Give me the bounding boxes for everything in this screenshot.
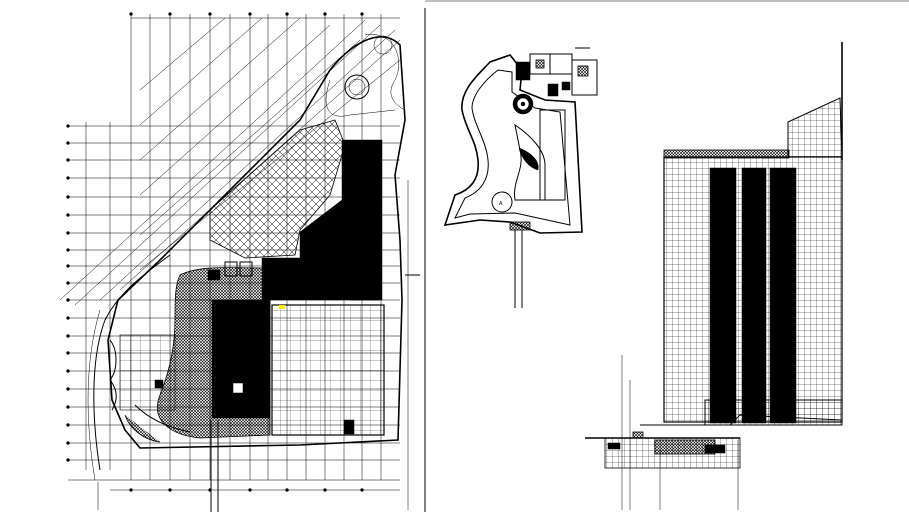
grid-axis-markers	[66, 12, 364, 492]
courtyard	[514, 123, 546, 201]
highlight-marker	[279, 305, 285, 309]
floor-plan-access	[514, 230, 523, 308]
site-plan	[59, 12, 420, 512]
tower-band-2	[741, 167, 767, 424]
hatched-plaza	[209, 119, 346, 259]
outer-road-curve	[93, 254, 171, 471]
site-boundary	[107, 36, 406, 449]
landscape-circles	[325, 34, 406, 117]
podium-section	[585, 355, 741, 510]
podium-rooms	[207, 257, 379, 301]
tower-band-1	[709, 167, 737, 424]
west-terrace	[109, 334, 191, 443]
floor-plan-bottom-hatch	[509, 221, 531, 231]
grid-hall-door	[343, 419, 355, 435]
tower-crown	[787, 97, 843, 158]
podium-core	[211, 299, 271, 419]
service-rooms	[515, 53, 598, 97]
tower-elevation	[585, 42, 843, 510]
entry-road	[210, 420, 219, 512]
inner-road-curve	[87, 309, 101, 481]
tower-base-slope	[640, 414, 843, 426]
floor-plan-circle-label: A	[499, 201, 503, 207]
tower-band-3	[769, 167, 797, 424]
podium-square-mark	[232, 382, 244, 394]
floor-plan-outline	[443, 54, 583, 234]
grid-hall	[271, 304, 385, 436]
tower-top-strip	[663, 149, 790, 159]
stair-rotunda	[512, 93, 534, 115]
floor-plan: A	[443, 47, 598, 308]
courtyard-pool	[539, 109, 566, 201]
core-block-dark	[518, 147, 539, 171]
floor-plan-inner	[454, 69, 571, 226]
tower-base	[704, 399, 843, 426]
floor-plan-circle	[491, 191, 513, 213]
